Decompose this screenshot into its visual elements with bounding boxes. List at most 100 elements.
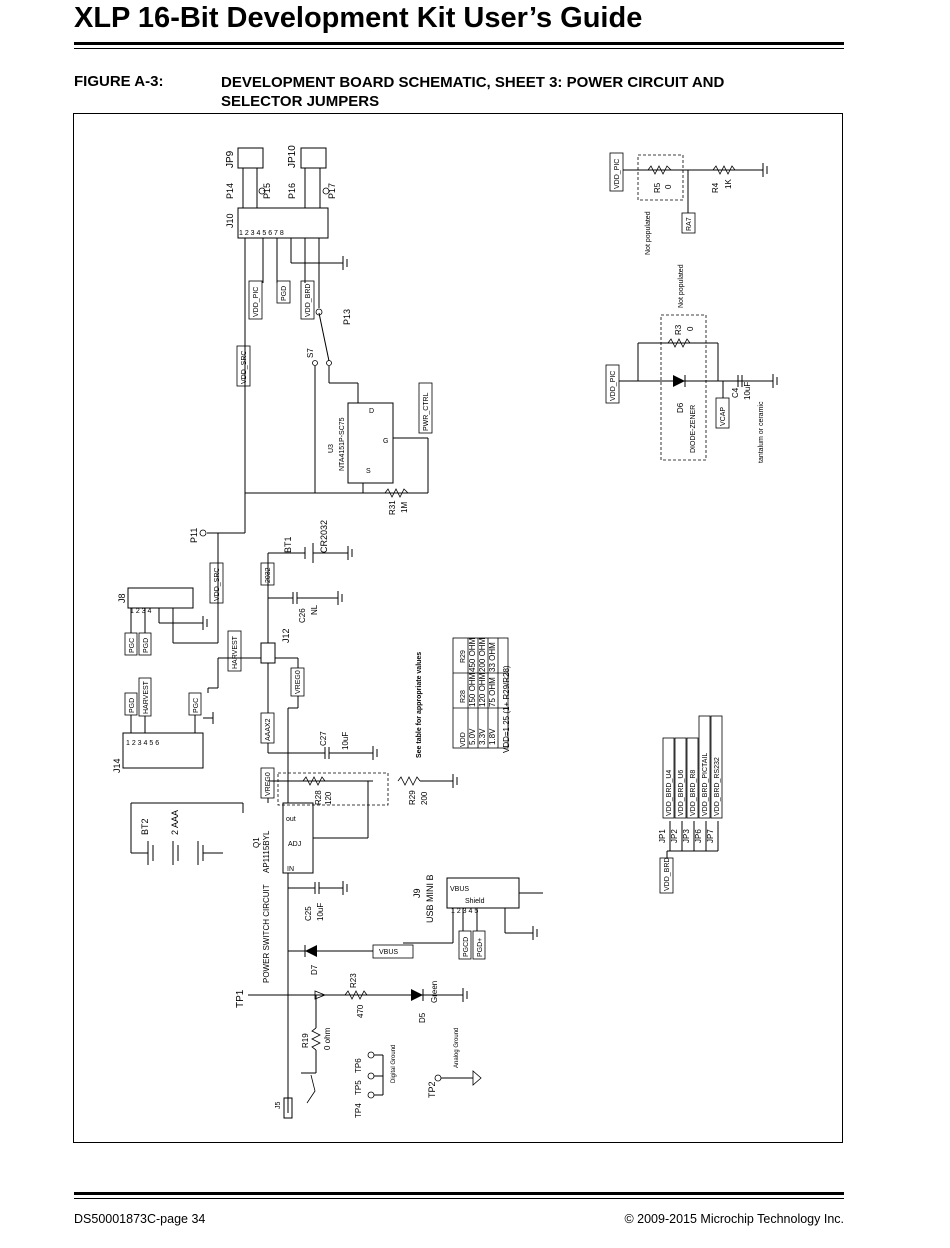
svg-text:JP7: JP7 (706, 829, 715, 843)
figure-title: DEVELOPMENT BOARD SCHEMATIC, SHEET 3: PO… (221, 73, 724, 111)
r4-label: R4 (711, 182, 720, 193)
r31-label: R31 (388, 500, 397, 515)
jumper-jp10: JP10 (287, 145, 327, 183)
net-vbus: VBUS (372, 944, 414, 959)
c25-value: 10uF (316, 903, 325, 921)
c4-note: tantalum or ceramic (758, 401, 765, 463)
svg-text:VDD_BRD_U6: VDD_BRD_U6 (678, 770, 685, 816)
p15-label: P15 (262, 183, 272, 199)
svg-text:VDD_BRD_PICTAIL: VDD_BRD_PICTAIL (702, 753, 709, 816)
c4-value: 10uF (743, 382, 752, 400)
r19-label: R19 (301, 1033, 310, 1048)
digital-ground-label: Digital Ground (391, 1045, 397, 1083)
tp6-label: TP6 (354, 1058, 363, 1073)
svg-text:R28: R28 (460, 690, 467, 703)
svg-text:1 2 3 4 5 6 7 8: 1 2 3 4 5 6 7 8 (239, 230, 284, 237)
net-vdd-brd-jp: VDD_BRD (659, 858, 674, 894)
net-pgd-j8: PGD (138, 632, 152, 656)
c27-label: C27 (319, 731, 328, 746)
net-harvest-j14: HARVEST (138, 677, 152, 717)
table-note: See table for appropriate values (416, 652, 423, 758)
r28-value: 120 (324, 791, 333, 805)
r3-not-populated: Not populated (678, 264, 685, 308)
net-2032: 2032 (260, 562, 275, 586)
svg-text:150 OHM: 150 OHM (468, 672, 477, 707)
jp10-label: JP10 (287, 145, 298, 168)
svg-text:VDD_BRD_R8: VDD_BRD_R8 (690, 770, 697, 816)
svg-text:VDD_PIC: VDD_PIC (253, 287, 260, 317)
schematic-frame (73, 113, 843, 1143)
net-pgdd: PGD+ (472, 930, 486, 960)
footer-rule-thin (74, 1198, 844, 1199)
net-pgd-j14: PGD (124, 692, 138, 716)
svg-text:VREG0: VREG0 (265, 772, 272, 796)
svg-text:VBUS: VBUS (379, 949, 398, 956)
svg-text:PGD+: PGD+ (477, 938, 484, 957)
bt1-value: CR2032 (319, 520, 329, 553)
tp2-label: TP2 (427, 1081, 437, 1098)
net-harvest-j12: HARVEST (227, 630, 242, 672)
net-vdd-pic-r5: VDD_PIC (609, 152, 624, 192)
r4-value: 1K (724, 179, 733, 189)
d5-label: D5 (418, 1012, 427, 1023)
svg-text:JP6: JP6 (694, 829, 703, 843)
r31-value: 1M (400, 502, 409, 513)
footer-rule-thick (74, 1192, 844, 1195)
net-vdd-pic-top: VDD_PIC (248, 280, 263, 320)
r19-value: 0 ohm (323, 1027, 332, 1050)
svg-text:AAAX2: AAAX2 (265, 718, 272, 741)
d6-value: DIODE-ZENER (690, 405, 697, 453)
header-j14: J14 1 2 3 4 5 6 (112, 732, 204, 773)
header-rule-thick (74, 42, 844, 45)
svg-text:75 OHM: 75 OHM (488, 677, 497, 707)
net-pgd-top: PGD (276, 280, 291, 304)
svg-text:J12: J12 (281, 628, 291, 643)
net-pgc-j14: PGC (188, 692, 202, 716)
bt1-label: BT1 (283, 536, 293, 553)
svg-text:VDD_SRC: VDD_SRC (214, 568, 221, 601)
net-vdd-src-top: VDD_SRC (236, 345, 251, 387)
svg-text:IN: IN (287, 866, 294, 873)
figure-label: FIGURE A-3: (74, 73, 164, 90)
header-rule-thin (74, 48, 844, 49)
header-j8: J8 1 2 3 4 (117, 587, 194, 615)
svg-text:AP1115BYL: AP1115BYL (262, 830, 271, 873)
svg-text:NTA4151P-SC75: NTA4151P-SC75 (339, 417, 346, 471)
svg-text:ADJ: ADJ (288, 841, 301, 848)
net-pgc-j8: PGC (124, 632, 138, 656)
jumper-bank-jp: VDD_BRD JP1 JP2 JP3 JP6 JP7 VDD_BRD_U4 V… (658, 715, 723, 894)
p14-label: P14 (225, 183, 235, 199)
svg-text:Q1: Q1 (252, 837, 261, 848)
net-vdd-src-mid: VDD_SRC (209, 562, 224, 604)
r5-label: R5 (653, 182, 662, 193)
r3-label: R3 (674, 324, 683, 335)
svg-text:J14: J14 (112, 758, 122, 773)
svg-text:VDD_BRD: VDD_BRD (305, 284, 312, 317)
svg-text:RA7: RA7 (686, 217, 693, 231)
c26-value: NL (310, 604, 319, 615)
r23-value: 470 (356, 1004, 365, 1018)
jumper-jp9: JP9 (225, 147, 264, 183)
c26-label: C26 (298, 608, 307, 623)
p16-label: P16 (287, 183, 297, 199)
svg-text:PGC: PGC (193, 698, 200, 713)
svg-text:450 OHM: 450 OHM (468, 637, 477, 672)
r23-label: R23 (349, 973, 358, 988)
net-pgcd: PGCD (458, 930, 472, 960)
j5-label: J5 (275, 1102, 282, 1110)
net-aaax2: AAAX2 (260, 712, 275, 744)
regulator-q1: out ADJ IN Q1 AP1115BYL (252, 802, 314, 874)
svg-text:U3: U3 (328, 444, 335, 453)
figure-title-line2: SELECTOR JUMPERS (221, 93, 380, 110)
r5-value: 0 (664, 184, 673, 189)
figure-title-line1: DEVELOPMENT BOARD SCHEMATIC, SHEET 3: PO… (221, 74, 725, 91)
svg-text:J9: J9 (412, 888, 422, 898)
copyright: © 2009-2015 Microchip Technology Inc. (624, 1212, 844, 1226)
svg-text:5.0V: 5.0V (468, 728, 477, 745)
svg-text:PGC: PGC (129, 638, 136, 653)
r3-value: 0 (686, 326, 695, 331)
svg-text:D: D (369, 408, 374, 415)
svg-text:PGD: PGD (281, 286, 288, 301)
svg-text:HARVEST: HARVEST (143, 680, 150, 714)
analog-ground-label: Analog Ground (454, 1028, 460, 1068)
